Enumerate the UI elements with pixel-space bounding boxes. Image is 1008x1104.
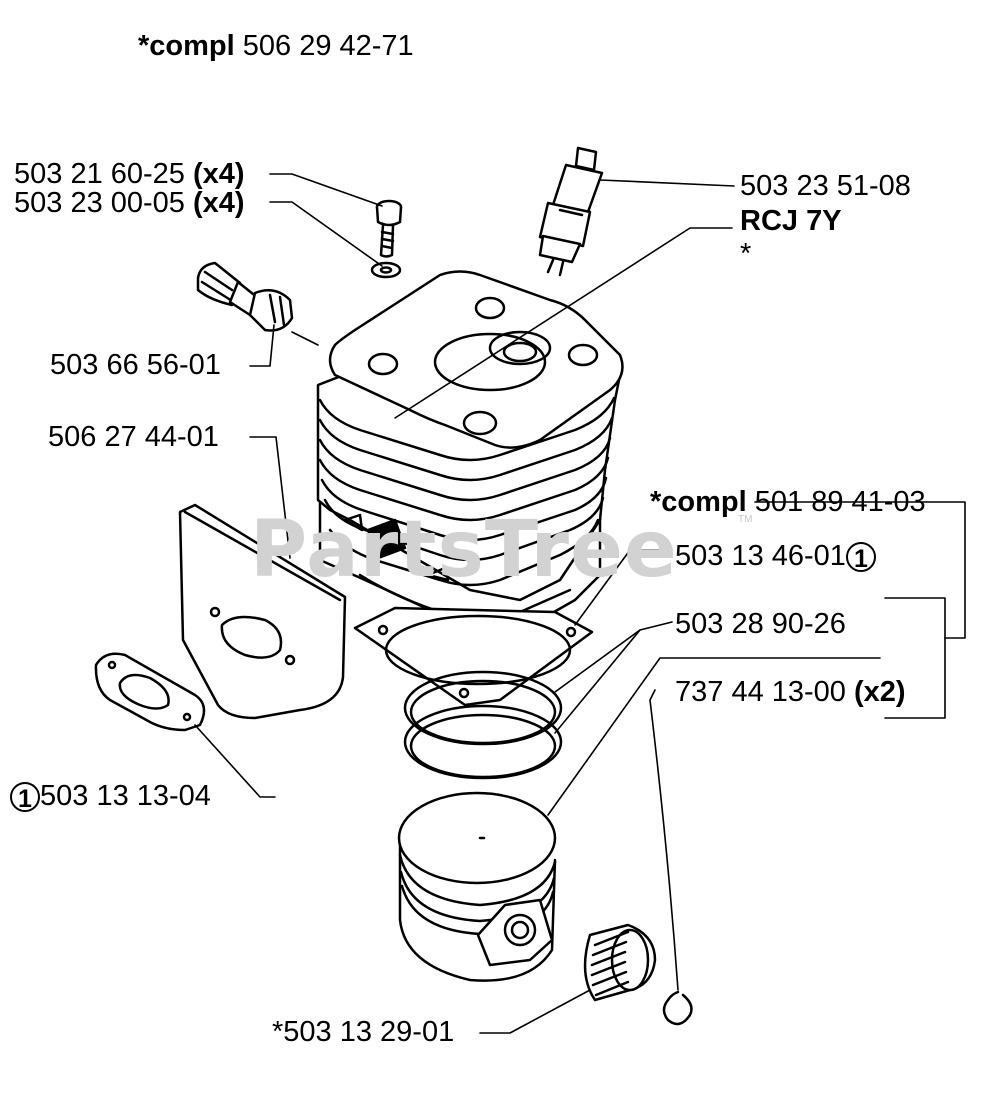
heat-shield-label[interactable]: 506 27 44-01: [48, 421, 219, 453]
assembly-prefix: *compl: [138, 30, 235, 62]
circlip-number: 737 44 13-00: [675, 676, 846, 708]
washer-label[interactable]: 503 23 00-05 (x4): [14, 189, 245, 218]
piston-assembly-number: 501 89 41-03: [754, 486, 926, 518]
watermark-tm: TM: [738, 514, 753, 525]
decompression-valve-label[interactable]: 503 66 56-01: [50, 349, 221, 381]
spark-plug-label[interactable]: 503 23 51-08: [740, 172, 911, 201]
intake-gasket-number: 503 13 13-04: [40, 780, 211, 812]
screw-number: 503 21 60-25: [14, 158, 185, 190]
assembly-number: 506 29 42-71: [242, 30, 414, 62]
screw-qty: (x4): [193, 158, 245, 190]
screw-washer-drawing: [370, 199, 403, 279]
heat-shield-drawing: [178, 503, 347, 720]
circlip-label[interactable]: 737 44 13-00 (x2): [675, 678, 906, 707]
spark-plug-model: RCJ 7Y: [740, 205, 842, 237]
ref-1-badge: 1: [10, 782, 40, 813]
spark-plug-number: 503 23 51-08: [740, 170, 911, 202]
piston-assembly-prefix: *compl: [650, 486, 747, 518]
spark-plug-drawing: [538, 146, 604, 277]
piston-rings-drawing: [403, 670, 563, 780]
piston-rings-label[interactable]: 503 28 90-26: [675, 608, 846, 640]
decompression-valve-drawing: [196, 261, 294, 332]
leader-lines: [194, 173, 966, 1034]
ref-1-badge: 1: [845, 542, 876, 573]
needle-bearing-drawing: [583, 923, 657, 1002]
circlip-drawing: [662, 990, 693, 1026]
circlip-qty: (x2): [854, 676, 906, 708]
assembly-label[interactable]: *compl 506 29 42-71: [138, 32, 414, 61]
piston-drawing: [397, 791, 557, 982]
cylinder-gasket-number: 503 13 46-01: [675, 540, 846, 572]
cylinder-gasket-drawing: [353, 606, 594, 707]
screw-label[interactable]: 503 21 60-25 (x4): [14, 160, 245, 189]
watermark: PartsTree: [250, 505, 678, 595]
intake-gasket-drawing: [94, 652, 206, 732]
piston-assembly-label[interactable]: *compl 501 89 41-03: [650, 488, 926, 517]
washer-qty: (x4): [193, 187, 245, 219]
needle-bearing-label[interactable]: *503 13 29-01: [272, 1016, 455, 1048]
washer-number: 503 23 00-05: [14, 187, 185, 219]
cylinder-label[interactable]: *: [740, 238, 752, 270]
